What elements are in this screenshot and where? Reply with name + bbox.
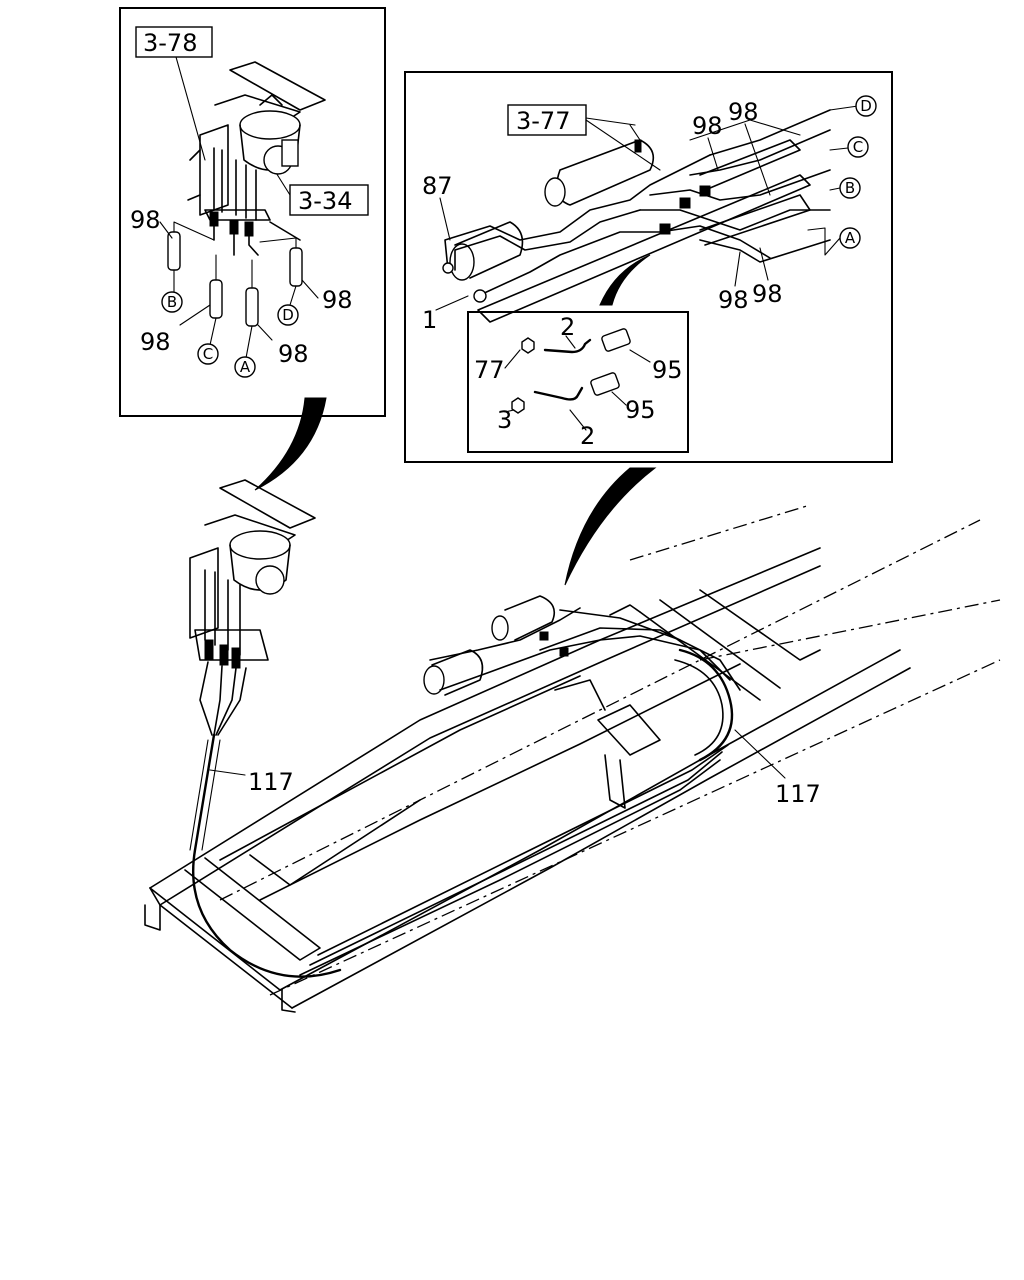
connector-label-a: A — [240, 358, 251, 376]
connector-marker-a — [839, 227, 861, 249]
part-3-label: 3 — [497, 406, 512, 434]
leader-117-right — [734, 729, 786, 779]
connector-marker-c — [197, 343, 219, 365]
hose-set-left — [159, 221, 319, 359]
flex-conduit-117-left — [191, 733, 342, 978]
connector-95-lower — [590, 372, 620, 396]
ref-label-3-78: 3-78 — [143, 29, 197, 57]
connector-marker-d — [277, 304, 299, 326]
centerline — [219, 519, 981, 901]
ref-label-3-34: 3-34 — [298, 187, 352, 215]
connector-marker-c — [847, 136, 869, 158]
part-98-label: 98 — [752, 280, 783, 308]
connector-marker-a — [234, 356, 256, 378]
centerline — [699, 599, 1001, 661]
hose-bundle-left — [189, 661, 342, 978]
connector-95-upper — [601, 328, 631, 352]
air-tank-assembly — [449, 119, 811, 323]
callout-pointer-right — [564, 467, 657, 586]
flex-conduit-117-right — [678, 648, 734, 762]
part-117-label: 117 — [775, 780, 821, 808]
connector-marker-d — [855, 95, 877, 117]
nut-3 — [511, 397, 525, 414]
inset-right-frame — [404, 71, 893, 463]
connector-marker-b — [161, 291, 183, 313]
part-98-label: 98 — [140, 328, 171, 356]
part-98-label: 98 — [692, 112, 723, 140]
callout-pointer-left — [254, 397, 327, 491]
callout-pointer-sub — [599, 254, 651, 306]
connector-label-c: C — [203, 345, 213, 363]
leader-87 — [439, 197, 451, 241]
ref-box-3-34 — [289, 184, 369, 216]
part-77-label: 77 — [474, 356, 505, 384]
centerline — [629, 504, 811, 561]
part-117-label: 117 — [248, 768, 294, 796]
part-1-label: 1 — [422, 306, 437, 334]
hose-d — [289, 247, 303, 287]
centerline — [269, 659, 1001, 996]
fitting-detail — [467, 311, 689, 453]
inset-right: 3-77 — [404, 71, 893, 463]
nut-77 — [521, 337, 535, 354]
hose-b — [167, 231, 181, 271]
leader-117-left — [209, 769, 246, 776]
part-98-label: 98 — [728, 98, 759, 126]
connector-leaders — [807, 105, 859, 256]
fitting-detail-frame — [467, 311, 689, 453]
brake-valve-assembly — [187, 61, 326, 256]
elbow-2-upper — [543, 338, 592, 354]
part-98-label: 98 — [322, 286, 353, 314]
brake-pipes — [442, 109, 831, 303]
hose-c — [209, 279, 223, 319]
hose-a — [245, 287, 259, 327]
part-98-label: 98 — [718, 286, 749, 314]
frame-pipes — [299, 744, 729, 976]
inset-left-frame — [119, 7, 386, 417]
ref-label-3-77: 3-77 — [516, 107, 570, 135]
elbow-2-lower — [533, 386, 584, 401]
part-87-label: 87 — [422, 172, 453, 200]
part-98-label: 98 — [278, 340, 309, 368]
connector-label-c: C — [853, 138, 863, 156]
connector-marker-b — [839, 177, 861, 199]
brake-valve-installed — [189, 479, 316, 669]
leader-1 — [435, 295, 469, 311]
part-98-label: 98 — [130, 206, 161, 234]
connector-label-b: B — [167, 293, 177, 311]
part-2-label: 2 — [560, 313, 575, 341]
leaders-98 — [707, 123, 771, 287]
part-2-label: 2 — [580, 422, 595, 450]
part-95-label: 95 — [652, 356, 683, 384]
inset-left: 3-78 3-34 — [119, 7, 386, 417]
air-tanks-installed — [423, 595, 741, 762]
connector-label-d: D — [282, 306, 294, 324]
connector-label-a: A — [845, 229, 856, 247]
ref-box-3-77 — [507, 104, 587, 136]
connector-label-b: B — [845, 179, 855, 197]
connector-label-d: D — [860, 97, 872, 115]
leader-3-77 — [585, 117, 661, 171]
part-95-label: 95 — [625, 396, 656, 424]
ref-box-3-78 — [135, 26, 213, 58]
